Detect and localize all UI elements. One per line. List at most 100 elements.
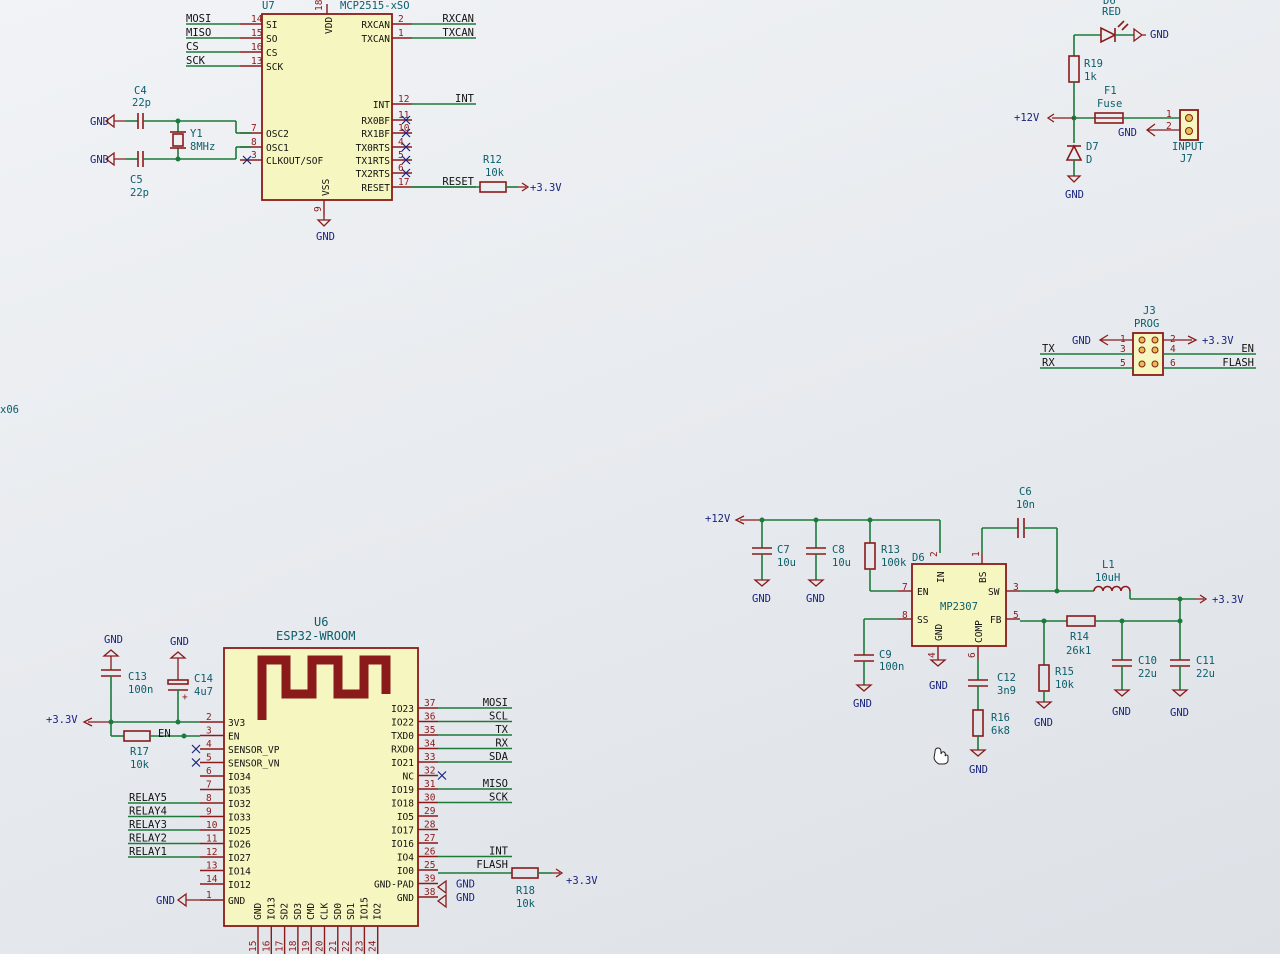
u6-left-pin-name: IO33 [228, 813, 251, 824]
u6-bottom-pin-name: CLK [320, 903, 331, 920]
u7-right-pin-name: TX1RTS [356, 156, 391, 167]
u6-right-pin-num: 38 [424, 887, 436, 898]
j7-gnd: GND [1118, 127, 1137, 139]
u6-bottom-pin-num: 19 [301, 940, 312, 952]
u6-esp32[interactable]: U6 ESP32-WROOM [223, 615, 419, 927]
buck-pin-in-num: 2 [929, 551, 940, 557]
c6-val: 10n [1016, 499, 1035, 511]
u7-ref: U7 [262, 0, 275, 12]
c9-gnd: GND [853, 698, 872, 710]
u6-right-pin-num: 39 [424, 874, 436, 885]
u6-right-pin-name: GND [397, 893, 414, 904]
c6-ref: C6 [1019, 486, 1032, 498]
u6-bottom-pin-name: SD2 [280, 903, 291, 920]
u6-gnd-label: GND [156, 895, 175, 907]
u7-right-pin-num: 5 [398, 150, 404, 161]
buck-pin-ss-num: 8 [902, 610, 908, 621]
u6-net-label: RX [495, 738, 508, 750]
u6-left-pin-name: IO27 [228, 853, 251, 864]
r13-ref: R13 [881, 544, 900, 556]
u6-bottom-pin-num: 17 [275, 941, 286, 952]
u6-bottom-pin-name: IO15 [359, 897, 370, 920]
u7-mcp2515[interactable]: U7 MCP2515-xSO 18 VDD 9 VSS GND [261, 0, 410, 243]
u6-right-pin-name: RXD0 [391, 745, 414, 756]
u6-right-pin-num: 30 [424, 793, 436, 804]
u6-right-pin-name: IO23 [391, 704, 414, 715]
u7-vss-name: VSS [321, 179, 332, 196]
c9-ref: C9 [879, 649, 892, 661]
c14-plus: + [182, 692, 188, 703]
u6-right-pin-num: 26 [424, 847, 436, 858]
u7-net-label: SCK [186, 55, 206, 67]
c14-gnd: GND [170, 636, 189, 648]
u6-right-pin-name: TXD0 [391, 731, 414, 742]
u7-gnd-label: GND [316, 231, 335, 243]
u6-right-pin-name: IO16 [391, 839, 414, 850]
u6-right-pin-name: IO0 [397, 866, 414, 877]
c10-val: 22u [1138, 668, 1157, 680]
u6-left-pin-name: GND [228, 896, 245, 907]
u7-right-pin-name: RXCAN [361, 20, 390, 31]
r13-val: 100k [881, 557, 907, 569]
j3-val: PROG [1134, 318, 1159, 330]
buck-rail-out: +3.3V [1212, 594, 1244, 606]
d7-ref: D7 [1086, 141, 1099, 153]
u6-left-pin-name: IO35 [228, 786, 251, 797]
j3-left-net: TX [1042, 343, 1055, 355]
r12-rail: +3.3V [530, 182, 562, 194]
buck-pin-en-num: 7 [902, 582, 908, 593]
c5-gnd: GND [90, 154, 109, 166]
c14-ref: C14 [194, 673, 213, 685]
l1-ref: L1 [1102, 559, 1115, 571]
j3-ref: J3 [1143, 305, 1156, 317]
j3-gnd-label: GND [1072, 335, 1091, 347]
j3-right-pin-num: 4 [1170, 344, 1176, 355]
u7-body [261, 13, 393, 201]
c5-ref: C5 [130, 174, 143, 186]
u6-left-pin-name: IO25 [228, 826, 251, 837]
u7-right-pin-name: TX0RTS [356, 143, 391, 154]
buck-pin-fb-num: 5 [1013, 610, 1019, 621]
u6-right-pin-num: 27 [424, 833, 435, 844]
l1-val: 10uH [1095, 572, 1120, 584]
u6-left-pin-num: 6 [206, 766, 212, 777]
u6-body [223, 647, 419, 927]
u6-right-pin-num: 35 [424, 725, 435, 736]
u7-left-pin-name: SO [266, 34, 278, 45]
c9-val: 100n [879, 661, 904, 673]
buck-pin-en: EN [917, 587, 929, 598]
r18-ref: R18 [516, 885, 535, 897]
d6-led-ref: D6 [1103, 0, 1116, 7]
u6-left-pin-num: 5 [206, 753, 212, 764]
u6-right-pin-name: IO22 [391, 718, 414, 729]
c5-val: 22p [130, 187, 149, 199]
u7-net-label: INT [455, 93, 475, 105]
u6-left-pin-name: EN [228, 732, 240, 743]
u7-right-pin-name: RX0BF [361, 116, 390, 127]
r14-ref: R14 [1070, 631, 1089, 643]
d6-led-gnd: GND [1150, 29, 1169, 41]
u7-vss-num: 9 [313, 206, 324, 212]
u7-vdd-num: 18 [314, 0, 325, 11]
u6-right-pin-name: IO5 [397, 812, 414, 823]
u7-left-pin-name: SCK [266, 62, 283, 73]
j3-right-net: FLASH [1222, 357, 1254, 369]
c13-gnd: GND [104, 634, 123, 646]
c13-ref: C13 [128, 671, 147, 683]
j7-pin2: 2 [1166, 121, 1172, 132]
u6-left-pin-num: 2 [206, 712, 212, 723]
c4-ref: C4 [134, 85, 147, 97]
j7-val: INPUT [1172, 141, 1204, 153]
u6-net-label: RELAY2 [129, 833, 167, 845]
buck-ic-ref: D6 [912, 552, 925, 564]
u6-left-pin-num: 13 [206, 861, 217, 872]
u6-left-pin-num: 1 [206, 890, 212, 901]
r12-reset-pullup: R12 10k +3.3V [412, 154, 562, 194]
u6-net-label: RELAY3 [129, 819, 167, 831]
u7-left-pins: 14SIMOSI15SOMISO16CSCS13SCKSCK7OSC28OSC1… [186, 13, 323, 167]
hand-cursor-icon [933, 747, 949, 765]
u7-net-label: CS [186, 41, 199, 53]
r12-val: 10k [485, 167, 505, 179]
